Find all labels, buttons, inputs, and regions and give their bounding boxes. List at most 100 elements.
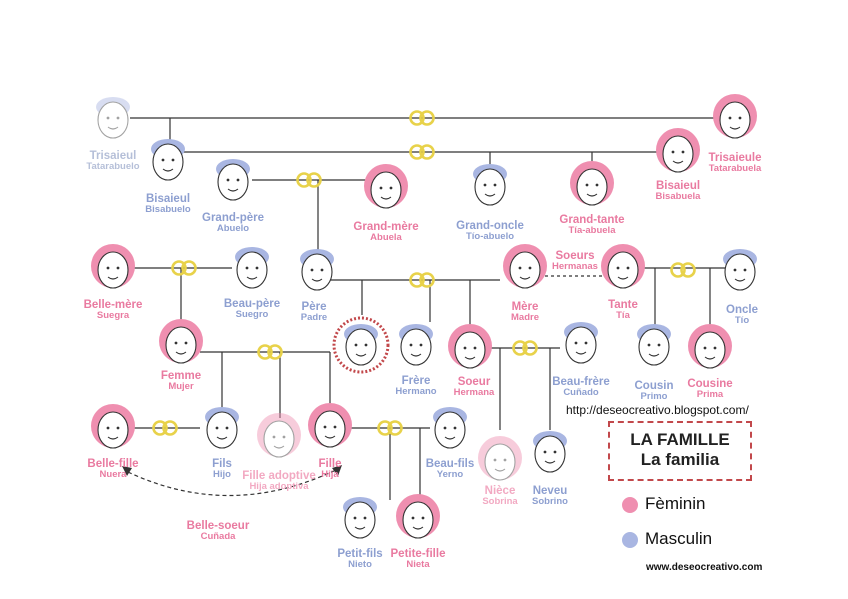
label-trisaieule: TrisaieuleTatarabuela [675,152,795,174]
legend-feminine-dot [622,497,638,513]
eye-right-icon [334,426,337,429]
label-es: Mujer [121,382,241,392]
eye-left-icon [324,426,327,429]
eye-left-icon [648,344,651,347]
eye-right-icon [494,184,497,187]
label-es: Padre [254,313,374,323]
person-grand_mere [364,164,408,208]
eye-left-icon [484,184,487,187]
label-belle_mere: Belle-mèreSuegra [53,299,173,321]
eye-left-icon [216,427,219,430]
person-frere [399,324,433,365]
label-oncle: OncleTío [682,304,802,326]
face-icon [535,436,565,472]
label-beau_fils: Beau-filsYerno [390,458,510,480]
eye-left-icon [355,344,358,347]
blog-url[interactable]: http://deseocreativo.blogspot.com/ [566,403,749,417]
label-es: Tío [682,316,802,326]
face-icon [302,254,332,290]
person-femme [159,319,203,363]
person-me [334,318,388,372]
eye-left-icon [311,269,314,272]
face-icon [577,169,607,205]
eye-right-icon [596,184,599,187]
label-es: Tatarabuela [675,164,795,174]
eye-right-icon [454,427,457,430]
label-es: Tatarabuelo [53,162,173,172]
face-icon [237,252,267,288]
eye-right-icon [117,117,120,120]
face-icon [403,502,433,538]
label-pere: PèrePadre [254,301,374,323]
person-beau_frere [564,322,598,363]
face-icon [566,327,596,363]
person-neveu [533,431,567,472]
eye-left-icon [107,267,110,270]
eye-left-icon [729,117,732,120]
legend-feminine-label: Fèminin [645,494,705,514]
eye-left-icon [410,344,413,347]
person-trisaieule [713,94,757,138]
eye-right-icon [744,269,747,272]
eye-right-icon [237,179,240,182]
face-icon [315,411,345,447]
label-es: Nuera [53,470,173,480]
eye-right-icon [739,117,742,120]
title-box: LA FAMILLE La familia [608,421,752,481]
eye-right-icon [474,347,477,350]
label-es: Abuelo [173,224,293,234]
eye-left-icon [273,436,276,439]
person-beau_pere [235,247,269,288]
eye-left-icon [354,517,357,520]
face-icon [345,502,375,538]
label-es: Prima [650,390,770,400]
label-es: Nieta [358,560,478,570]
eye-left-icon [464,347,467,350]
label-es: Hermana [414,388,534,398]
eye-right-icon [185,342,188,345]
label-es: Hermanas [515,262,635,272]
eye-left-icon [575,342,578,345]
label-grand_pere: Grand-pèreAbuelo [173,212,293,234]
eye-left-icon [734,269,737,272]
label-es: Yerno [390,470,510,480]
label-es: Bisabuela [618,192,738,202]
eye-left-icon [672,151,675,154]
face-icon [725,254,755,290]
face-icon [98,102,128,138]
label-es: Tía-abuela [532,226,652,236]
face-icon [695,332,725,368]
label-femme: FemmeMujer [121,370,241,392]
website-url[interactable]: www.deseocreativo.com [646,562,762,573]
label-tante: TanteTía [563,299,683,321]
face-icon [475,169,505,205]
person-belle_mere [91,244,135,288]
eye-left-icon [586,184,589,187]
person-pere [300,249,334,290]
face-icon [264,421,294,457]
title-es: La familia [610,450,750,470]
face-icon [207,412,237,448]
eye-right-icon [256,267,259,270]
eye-left-icon [107,117,110,120]
label-es: Cuñada [158,532,278,542]
face-icon [98,412,128,448]
person-trisaieul [96,97,130,138]
eye-right-icon [585,342,588,345]
legend-masculine-label: Masculin [645,529,712,549]
eye-right-icon [117,427,120,430]
person-fille_adoptive [257,413,301,457]
label-soeurs: SoeursHermanas [515,250,635,272]
wedding-rings-icon [672,264,695,277]
eye-left-icon [227,179,230,182]
eye-left-icon [412,517,415,520]
eye-right-icon [658,344,661,347]
eye-right-icon [420,344,423,347]
label-cousine: CousinePrima [650,378,770,400]
person-fille [308,403,352,447]
label-es: Sobrino [490,497,610,507]
